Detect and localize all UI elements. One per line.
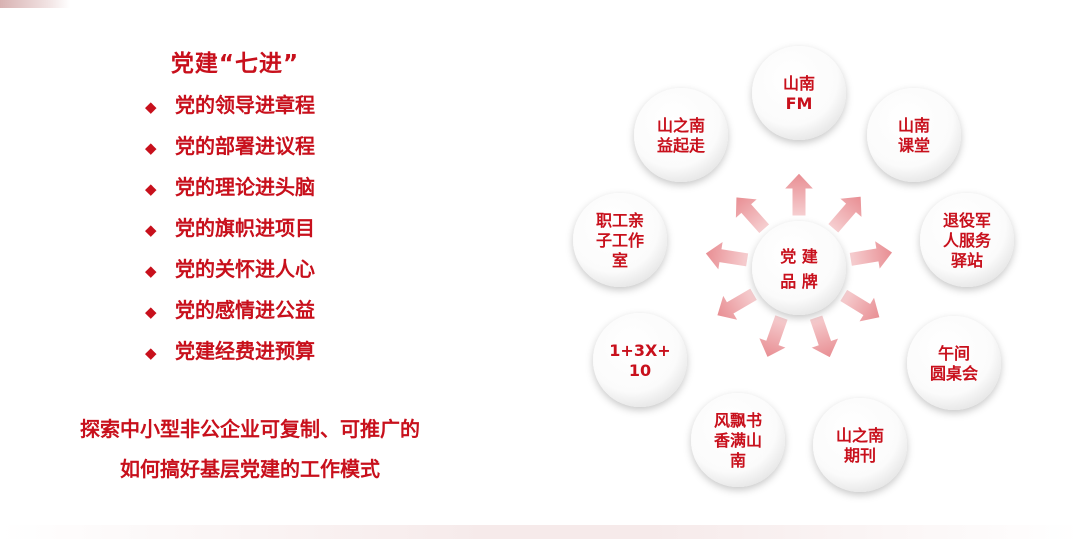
node-label: 子工作 xyxy=(596,231,644,250)
node-label: 益起走 xyxy=(657,136,705,155)
list-item: ◆党的感情进公益 xyxy=(145,297,315,338)
bottom-decoration xyxy=(0,525,1080,539)
list-item: ◆党的旗帜进项目 xyxy=(145,215,315,256)
arrow-icon xyxy=(808,314,840,359)
tagline-line-1: 探索中小型非公企业可复制、可推广的 xyxy=(80,417,420,441)
arrow-icon xyxy=(838,288,881,323)
list-item: ◆党的领导进章程 xyxy=(145,92,315,133)
node-label: 退役军 xyxy=(943,211,991,230)
node-label: 课堂 xyxy=(898,136,930,155)
node-label: 室 xyxy=(612,251,628,270)
list-item: ◆党的关怀进人心 xyxy=(145,256,315,297)
node-label: 香满山 xyxy=(713,431,762,450)
arrow-icon xyxy=(848,239,894,272)
arrow-icon xyxy=(734,196,771,235)
center-bubble: 党 建 品 牌 xyxy=(752,221,846,315)
list-item: ◆党的部署进议程 xyxy=(145,133,315,174)
diamond-bullet-icon: ◆ xyxy=(145,344,157,362)
node-label: 圆桌会 xyxy=(930,364,978,383)
tagline-line-2: 如何搞好基层党建的工作模式 xyxy=(120,457,380,481)
arrow-icon xyxy=(782,172,816,217)
node-label: 职工亲 xyxy=(596,211,644,230)
arrow-icon xyxy=(716,287,759,322)
node-label: 南 xyxy=(730,451,746,470)
node-label: 期刊 xyxy=(844,446,876,465)
node-bubble: 1+3X+10 xyxy=(593,313,687,407)
diamond-bullet-icon: ◆ xyxy=(145,262,157,280)
arrow-icon xyxy=(704,239,750,272)
list-item: ◆党的理论进头脑 xyxy=(145,174,315,215)
node-label: FM xyxy=(786,94,813,113)
node-label: 1+3X+ xyxy=(609,341,670,360)
node-label: 午间 xyxy=(938,344,970,363)
center-label-line-1: 党 建 xyxy=(780,247,818,266)
node-label: 10 xyxy=(629,361,651,380)
diamond-bullet-icon: ◆ xyxy=(145,98,157,116)
node-label: 山之南 xyxy=(836,426,884,445)
arrows-group xyxy=(704,172,894,359)
arrow-icon xyxy=(827,195,863,234)
corner-decoration xyxy=(0,0,70,8)
center-label-line-2: 品 牌 xyxy=(780,272,818,291)
node-label: 山南 xyxy=(898,116,930,135)
nodes-group: 山南FM山南课堂退役军人服务驿站午间圆桌会山之南期刊风飘书香满山南1+3X+10… xyxy=(573,46,1014,492)
left-panel: 党建“七进” ◆党的领导进章程 ◆党的部署进议程 ◆党的理论进头脑 ◆党的旗帜进… xyxy=(0,0,500,539)
node-label: 山之南 xyxy=(657,116,705,135)
seven-entries-list: ◆党的领导进章程 ◆党的部署进议程 ◆党的理论进头脑 ◆党的旗帜进项目 ◆党的关… xyxy=(145,92,315,379)
list-item: ◆党建经费进预算 xyxy=(145,338,315,379)
arrow-icon xyxy=(757,314,789,359)
page-title: 党建“七进” xyxy=(170,51,300,77)
diamond-bullet-icon: ◆ xyxy=(145,139,157,157)
node-label: 人服务 xyxy=(943,231,992,250)
node-label: 风飘书 xyxy=(714,411,762,430)
node-label: 驿站 xyxy=(951,251,983,270)
diamond-bullet-icon: ◆ xyxy=(145,221,157,239)
diamond-bullet-icon: ◆ xyxy=(145,180,157,198)
diamond-bullet-icon: ◆ xyxy=(145,303,157,321)
node-label: 山南 xyxy=(783,74,815,93)
